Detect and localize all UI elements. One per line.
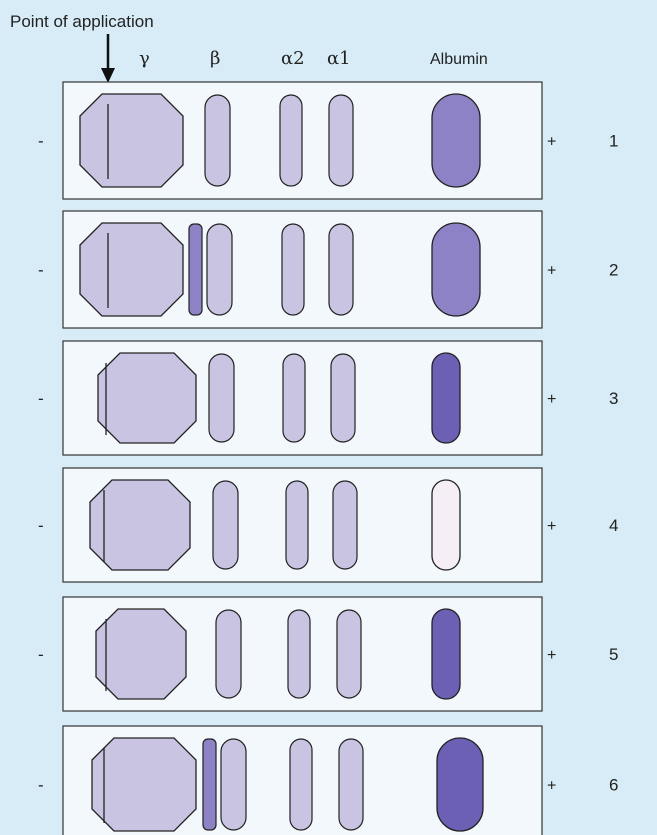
down-arrow-icon: [101, 34, 115, 83]
strip-number: 3: [609, 389, 618, 408]
positive-pole: +: [547, 778, 556, 795]
negative-pole: -: [38, 389, 44, 408]
alpha2-band: [283, 354, 305, 442]
albumin-band: [432, 353, 460, 443]
alpha1-band: [331, 354, 355, 442]
gamma-band: [80, 94, 183, 187]
alpha2-band: [288, 610, 310, 698]
alpha1-band: [329, 95, 353, 186]
strip-number: 6: [609, 776, 618, 795]
strip-number: 2: [609, 261, 618, 280]
positive-pole: +: [547, 391, 556, 408]
strip-number: 5: [609, 645, 618, 664]
alpha1-band: [333, 481, 357, 569]
beta-band: [207, 224, 232, 315]
beta-band: [221, 739, 246, 830]
alpha2-band: [286, 481, 308, 569]
positive-pole: +: [547, 134, 556, 151]
strip-1: - +1: [38, 82, 618, 199]
alpha1-band: [337, 610, 361, 698]
alpha1-label: α1: [327, 48, 351, 69]
beta-band: [213, 481, 238, 569]
alpha1-band: [339, 739, 363, 830]
albumin-band: [437, 738, 483, 831]
positive-pole: +: [547, 518, 556, 535]
gamma-band: [90, 480, 190, 570]
beta-band: [209, 354, 234, 442]
beta-extra-band: [189, 224, 202, 315]
strip-6: - +6: [38, 726, 618, 835]
alpha2-band: [282, 224, 304, 315]
strips: - +1 - +2 - +3 - +4 - +5 - +6: [38, 82, 618, 835]
point-of-application-label: Point of application: [10, 12, 154, 31]
strip-4: - +4: [38, 468, 618, 582]
strip-number: 4: [609, 516, 618, 535]
albumin-label: Albumin: [430, 51, 488, 68]
negative-pole: -: [38, 132, 44, 151]
positive-pole: +: [547, 647, 556, 664]
gamma-label: γ: [139, 48, 150, 69]
negative-pole: -: [38, 645, 44, 664]
albumin-band: [432, 94, 480, 187]
strip-3: - +3: [38, 341, 618, 455]
strip-5: - +5: [38, 597, 618, 711]
negative-pole: -: [38, 516, 44, 535]
alpha1-band: [329, 224, 353, 315]
albumin-band: [432, 223, 480, 316]
negative-pole: -: [38, 261, 44, 280]
beta-band: [205, 95, 230, 186]
alpha2-band: [280, 95, 302, 186]
beta-extra-band: [203, 739, 216, 830]
gamma-band: [96, 609, 186, 699]
gamma-band: [98, 353, 196, 443]
gamma-band: [92, 738, 196, 831]
strip-number: 1: [609, 132, 618, 151]
beta-band: [216, 610, 241, 698]
strip-2: - +2: [38, 211, 618, 328]
beta-label: β: [210, 48, 220, 69]
gamma-band: [80, 223, 183, 316]
albumin-band: [432, 480, 460, 570]
alpha2-label: α2: [281, 48, 305, 69]
alpha2-band: [290, 739, 312, 830]
negative-pole: -: [38, 776, 44, 795]
albumin-band: [432, 609, 460, 699]
positive-pole: +: [547, 263, 556, 280]
